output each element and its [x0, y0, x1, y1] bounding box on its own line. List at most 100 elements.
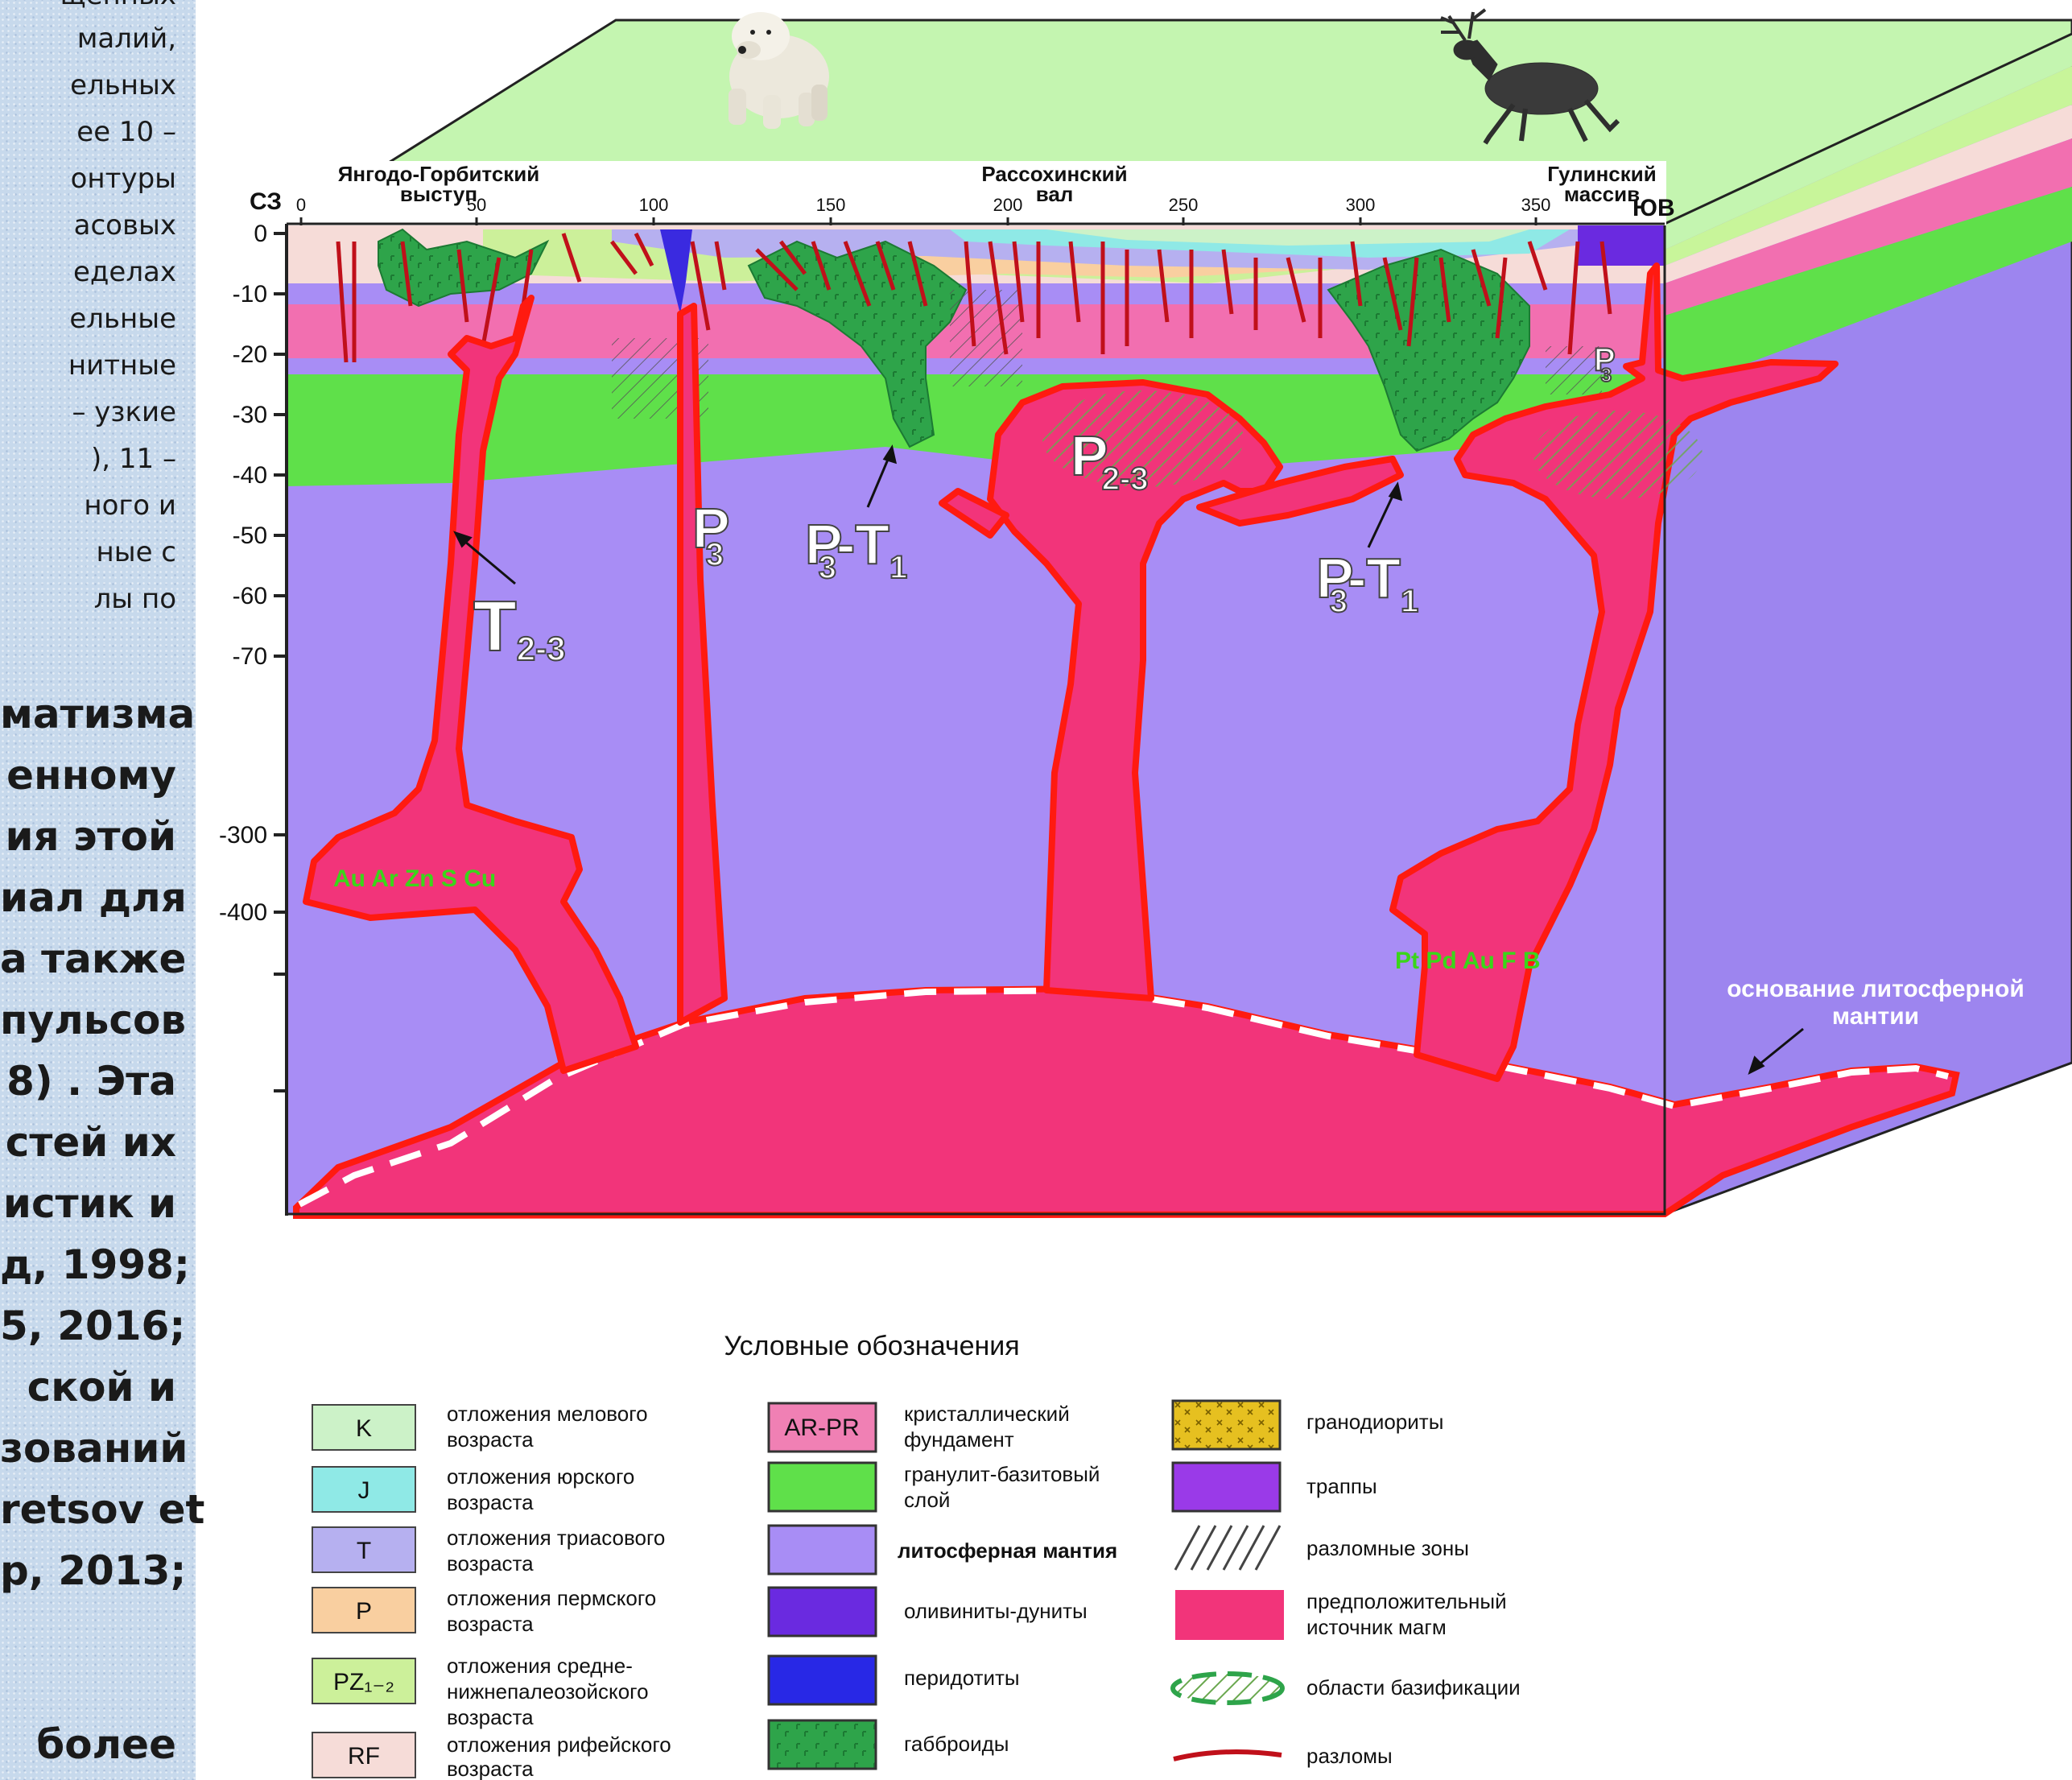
- left-bold-line: истик и: [0, 1180, 176, 1227]
- legend-text-P-1: отложения пермского: [447, 1586, 656, 1610]
- lithosphere-base-label-1: основание литосферной: [1727, 976, 2025, 1002]
- legend-symbol-basification: [1173, 1674, 1282, 1703]
- scale-tick-300: 300: [1346, 195, 1376, 215]
- left-bold-line: ия этой: [0, 813, 176, 860]
- legend-symbol-granodiorite: [1173, 1401, 1280, 1449]
- legend-text-magma-1: предположительный: [1306, 1589, 1507, 1613]
- legend-title: Условные обозначения: [724, 1331, 1019, 1361]
- lithosphere-base-label-2: мантии: [1832, 1003, 1919, 1030]
- scale-tick-0: 0: [296, 195, 306, 215]
- legend-symbol-fault: [1174, 1752, 1282, 1759]
- left-text-line: онтуры: [0, 163, 176, 195]
- left-bold-line: а также: [0, 935, 176, 982]
- legend-text-K-1: отложения мелового: [447, 1402, 648, 1426]
- legend-text-gabbro: габброиды: [904, 1732, 1009, 1756]
- depth-label-10: -10: [233, 281, 267, 308]
- legend-text-RF-2: возраста: [447, 1757, 534, 1780]
- direction-nw: СЗ: [250, 188, 282, 215]
- left-bold-line: зований: [0, 1425, 176, 1472]
- legend-col3-symbols: [1173, 1401, 1284, 1759]
- legend-text-mantle: литосферная мантия: [898, 1538, 1117, 1563]
- left-bold-line: 8) . Эта: [0, 1058, 176, 1105]
- legend-text-ARPR-2: фундамент: [904, 1427, 1014, 1452]
- left-bold-line: retsov et: [0, 1486, 176, 1533]
- depth-label-300: -300: [219, 822, 267, 849]
- left-bold-line: ской и: [0, 1364, 176, 1410]
- left-text-line: – узкие: [0, 396, 176, 428]
- left-bold-line: енному: [0, 752, 176, 799]
- region-right-line2: массив: [1564, 182, 1640, 206]
- legend-code-T: T: [357, 1538, 371, 1564]
- left-text-line: ные с: [0, 536, 176, 568]
- legend-symbol-magma: [1175, 1590, 1284, 1640]
- left-bold-line: 5, 2016;: [0, 1303, 176, 1349]
- legend-text-granodiorite: гранодиориты: [1306, 1410, 1443, 1434]
- left-bold-line: д, 1998;: [0, 1241, 176, 1288]
- block-right-face: [1665, 34, 2072, 1214]
- legend-text-ARPR-1: кристаллический: [904, 1402, 1070, 1426]
- legend-text-fault: разломы: [1306, 1744, 1393, 1768]
- left-bold-line: более: [0, 1721, 176, 1768]
- depth-label-40: -40: [233, 462, 267, 489]
- left-text-line: ельных: [0, 69, 176, 101]
- legend-code-P: P: [356, 1598, 372, 1625]
- left-text-line: асовых: [0, 209, 176, 242]
- legend-symbol-fault-zone: [1175, 1526, 1280, 1570]
- left-text-line: малий,: [0, 23, 176, 55]
- depth-label-30: -30: [233, 402, 267, 428]
- region-left-line2: выступ: [400, 182, 477, 206]
- scale-tick-250: 250: [1169, 195, 1199, 215]
- legend-code-ARPR: AR-PR: [784, 1415, 859, 1441]
- left-text-line: нитные: [0, 349, 176, 382]
- legend-text-olivinite: оливиниты-дуниты: [904, 1599, 1088, 1623]
- legend-text-PZ-1: отложения средне-: [447, 1654, 633, 1678]
- left-text-line: ), 11 –: [0, 443, 176, 475]
- legend-text-granulite-1: гранулит-базитовый: [904, 1462, 1100, 1486]
- scale-tick-200: 200: [993, 195, 1023, 215]
- depth-label-20: -20: [233, 341, 267, 368]
- scale-tick-150: 150: [816, 195, 846, 215]
- legend-text-PZ-3: возраста: [447, 1705, 534, 1729]
- legend-swatch-granulite: [769, 1463, 876, 1511]
- left-bold-line: пульсов: [0, 997, 176, 1043]
- elements-right-label: Pt Pd Au F B: [1395, 948, 1541, 974]
- legend-symbol-trap: [1173, 1463, 1280, 1511]
- legend-text-P-2: возраста: [447, 1612, 534, 1636]
- legend-text-trap: траппы: [1306, 1474, 1377, 1498]
- legend-code-K: K: [356, 1415, 372, 1442]
- legend-swatch-peridotite: [769, 1656, 876, 1704]
- left-text-line: ного и: [0, 489, 176, 522]
- legend-text-peridotite: перидотиты: [904, 1666, 1020, 1690]
- depth-label-70: -70: [233, 643, 267, 670]
- legend-col1-swatches: [312, 1405, 415, 1778]
- left-bold-line: иал для: [0, 874, 176, 921]
- left-bold-line: матизма: [0, 691, 176, 737]
- legend-text-magma-2: источник магм: [1306, 1615, 1447, 1639]
- scale-tick-100: 100: [639, 195, 669, 215]
- basification-area-right: [1533, 411, 1703, 499]
- scale-tick-350: 350: [1521, 195, 1551, 215]
- left-text-line: лы по: [0, 583, 176, 615]
- depth-label-60: -60: [233, 583, 267, 609]
- left-text-line: ельные: [0, 303, 176, 335]
- legend-code-J: J: [358, 1477, 370, 1504]
- depth-ticks: [274, 233, 287, 1091]
- legend-text-fault-zone: разломные зоны: [1306, 1536, 1469, 1560]
- legend-text-K-2: возраста: [447, 1427, 534, 1452]
- legend-text-T-1: отложения триасового: [447, 1526, 665, 1550]
- left-text-line: ее 10 –: [0, 116, 176, 148]
- legend-col2-swatches: [769, 1403, 876, 1769]
- region-center-line2: вал: [1036, 182, 1074, 206]
- legend-code-RF: RF: [348, 1743, 380, 1770]
- left-bold-line: р, 2013;: [0, 1547, 176, 1594]
- legend-text-granulite-2: слой: [904, 1488, 950, 1512]
- elements-left-label: Au Ar Zn S Cu: [333, 865, 496, 892]
- legend-text-J-2: возраста: [447, 1490, 534, 1514]
- legend-swatch-mantle: [769, 1526, 876, 1574]
- legend-text-RF-1: отложения рифейского: [447, 1733, 671, 1757]
- left-text-line: щённых: [0, 0, 176, 11]
- depth-label-400: -400: [219, 899, 267, 926]
- legend-swatch-olivinite: [769, 1588, 876, 1636]
- legend-swatch-gabbro: [769, 1720, 876, 1769]
